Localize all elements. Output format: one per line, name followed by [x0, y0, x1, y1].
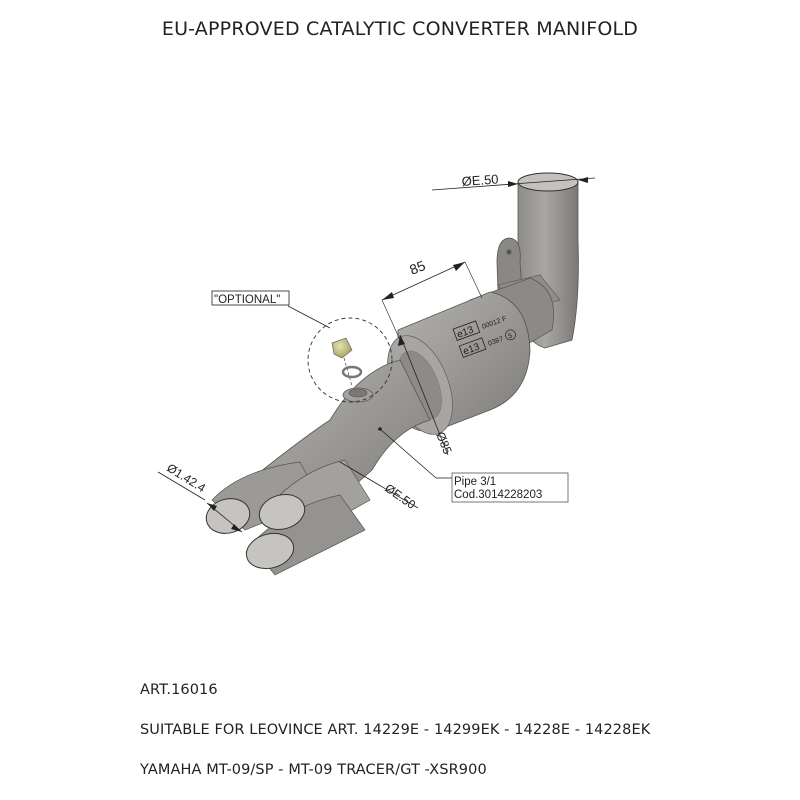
svg-text:Cod.3014228203: Cod.3014228203	[454, 489, 542, 501]
dimension-outlet-diameter: ØE.50	[431, 171, 596, 191]
svg-text:Ø85: Ø85	[433, 430, 455, 457]
svg-text:0387: 0387	[487, 336, 504, 348]
article-number: ART.16016	[140, 682, 218, 698]
optional-callout-box	[211, 290, 290, 306]
dimension-length-85: 85	[381, 257, 483, 341]
pipe-callout: Pipe 3/1 Cod.3014228203	[378, 427, 569, 503]
svg-text:ØE.50: ØE.50	[461, 171, 499, 189]
svg-text:Pipe 3/1: Pipe 3/1	[454, 476, 496, 488]
svg-text:Ø1.42.4: Ø1.42.4	[164, 461, 208, 496]
optional-callout-label: "OPTIONAL"	[214, 294, 280, 306]
page-title: EU-APPROVED CATALYTIC CONVERTER MANIFOLD	[161, 18, 639, 40]
svg-text:5: 5	[507, 332, 513, 340]
svg-text:ØE.50: ØE.50	[382, 481, 418, 512]
header-pipes	[205, 459, 371, 576]
compatibility-text: SUITABLE FOR LEOVINCE ART. 14229E - 1429…	[140, 722, 651, 738]
optional-plug-detail	[287, 305, 393, 403]
svg-text:85: 85	[407, 257, 428, 278]
vehicle-models: YAMAHA MT-09/SP - MT-09 TRACER/GT -XSR90…	[140, 762, 487, 778]
